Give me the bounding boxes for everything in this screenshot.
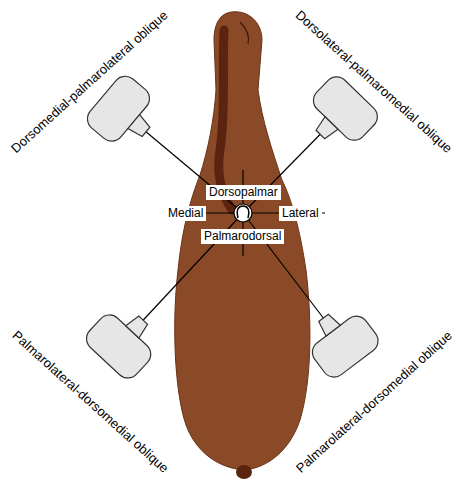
view-label-box: Medial — [165, 206, 206, 221]
xray-tubes — [82, 71, 383, 383]
view-label-box: Palmarodorsal — [201, 229, 284, 244]
hoof-sole — [237, 206, 249, 218]
view-name: Palmarodorsal — [204, 229, 281, 243]
tail — [236, 465, 252, 479]
projection-label: Dorsolateral-palmaromedial oblique — [292, 7, 455, 156]
beam-lines — [120, 110, 344, 345]
view-label-box: Lateral — [279, 206, 322, 221]
view-name: Lateral — [282, 206, 319, 220]
view-label-box: Dorsopalmar — [206, 185, 281, 200]
view-name: Medial — [168, 206, 203, 220]
mane — [219, 30, 232, 210]
projection-label: Dorsomedial-palmarolateral oblique — [8, 7, 171, 156]
hoof-icon — [234, 204, 252, 222]
horse-ear — [240, 22, 249, 44]
view-name: Dorsopalmar — [209, 185, 278, 199]
horse-body — [175, 12, 310, 470]
